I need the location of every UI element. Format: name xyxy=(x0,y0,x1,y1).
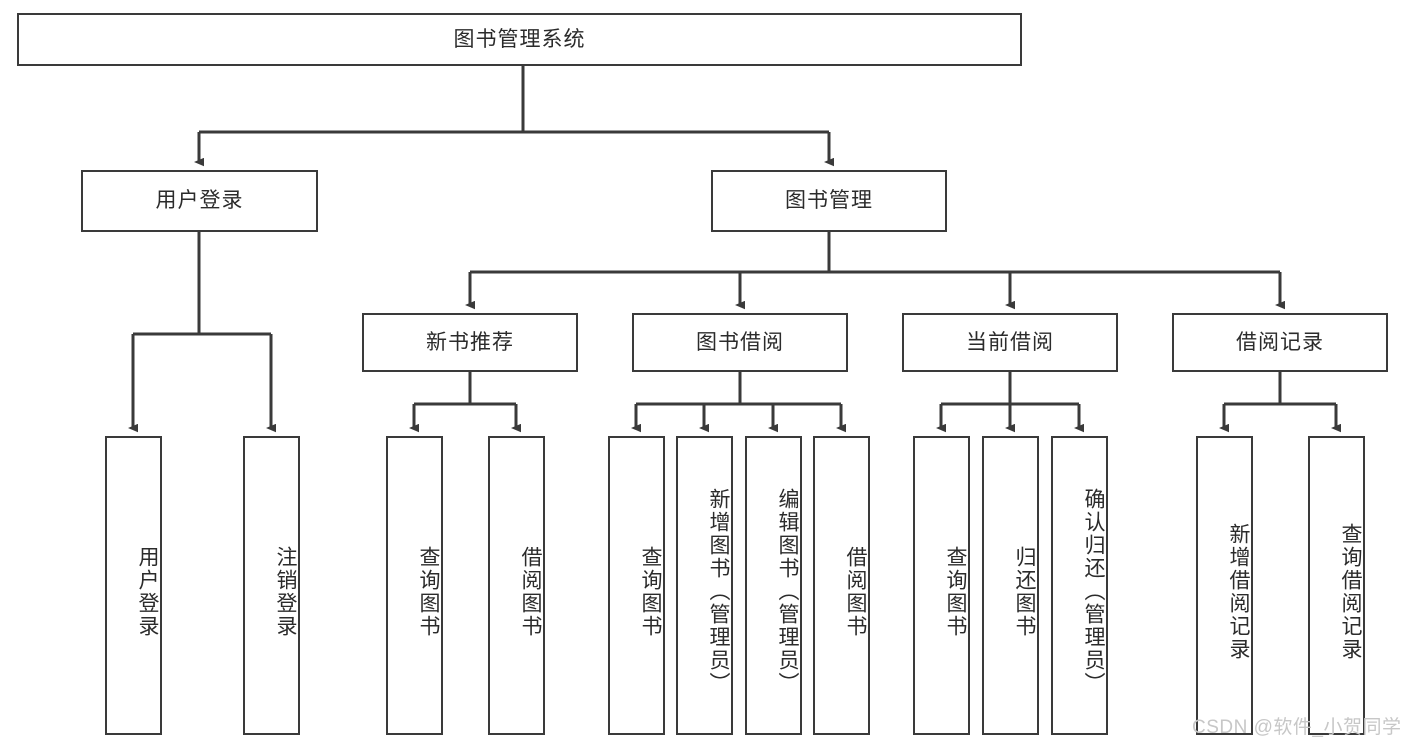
leaf-current-query-book[interactable]: 查询图书 xyxy=(913,436,970,735)
leaf-borrow-add-book[interactable]: 新增图书（管理员） xyxy=(676,436,733,735)
node-current-borrow[interactable]: 当前借阅 xyxy=(902,313,1118,372)
leaf-record-query-record[interactable]: 查询借阅记录 xyxy=(1308,436,1365,735)
node-label: 借阅记录 xyxy=(1236,330,1324,354)
node-new-book-recommend[interactable]: 新书推荐 xyxy=(362,313,578,372)
node-label: 新书推荐 xyxy=(426,330,514,354)
leaf-user-login-login[interactable]: 用户登录 xyxy=(105,436,162,735)
leaf-recommend-query-book[interactable]: 查询图书 xyxy=(386,436,443,735)
node-label: 查询图书 xyxy=(639,545,662,638)
node-label: 图书管理系统 xyxy=(453,27,586,51)
leaf-borrow-query-book[interactable]: 查询图书 xyxy=(608,436,665,735)
node-borrow-record[interactable]: 借阅记录 xyxy=(1172,313,1388,372)
node-label: 用户登录 xyxy=(155,189,244,213)
node-label: 新增图书（管理员） xyxy=(707,488,730,695)
node-label: 查询图书 xyxy=(417,545,440,638)
csdn-watermark: CSDN @软件_小贺同学 xyxy=(1192,712,1401,739)
node-label: 用户登录 xyxy=(136,545,159,638)
node-root-system[interactable]: 图书管理系统 xyxy=(17,13,1022,66)
leaf-user-login-logout[interactable]: 注销登录 xyxy=(243,436,300,735)
leaf-current-confirm-return[interactable]: 确认归还（管理员） xyxy=(1051,436,1108,735)
node-label: 确认归还（管理员） xyxy=(1082,488,1105,695)
node-label: 新增借阅记录 xyxy=(1227,522,1250,661)
leaf-recommend-borrow-book[interactable]: 借阅图书 xyxy=(488,436,545,735)
node-label: 图书管理 xyxy=(785,189,873,213)
watermark-text: CSDN @软件_小贺同学 xyxy=(1192,717,1402,738)
node-label: 编辑图书（管理员） xyxy=(776,488,799,695)
leaf-borrow-edit-book[interactable]: 编辑图书（管理员） xyxy=(745,436,802,735)
leaf-record-add-record[interactable]: 新增借阅记录 xyxy=(1196,436,1253,735)
node-book-borrow[interactable]: 图书借阅 xyxy=(632,313,848,372)
leaf-current-return-book[interactable]: 归还图书 xyxy=(982,436,1039,735)
leaf-borrow-borrow-book[interactable]: 借阅图书 xyxy=(813,436,870,735)
node-label: 注销登录 xyxy=(274,545,297,638)
node-label: 查询图书 xyxy=(944,545,967,638)
node-label: 借阅图书 xyxy=(519,545,542,638)
node-book-management[interactable]: 图书管理 xyxy=(711,170,947,232)
node-user-login[interactable]: 用户登录 xyxy=(81,170,318,232)
node-label: 借阅图书 xyxy=(844,545,867,638)
node-label: 图书借阅 xyxy=(696,330,784,354)
node-label: 查询借阅记录 xyxy=(1339,522,1362,661)
node-label: 当前借阅 xyxy=(966,330,1054,354)
node-label: 归还图书 xyxy=(1013,545,1036,638)
